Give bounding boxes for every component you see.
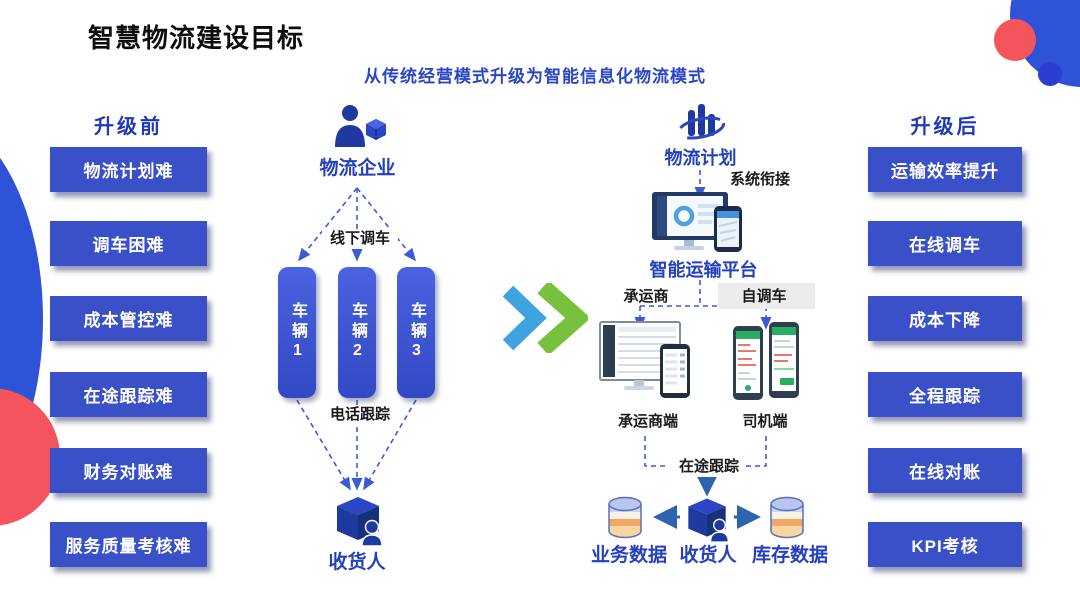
business-database-icon: [608, 496, 642, 539]
logistics-company-person-icon: [335, 105, 386, 147]
inventory-database-icon: [770, 496, 804, 539]
before-item-2: 调车困难: [50, 221, 207, 266]
logistics-plan-label: 物流计划: [664, 148, 737, 168]
after-item-3: 成本下降: [868, 296, 1022, 341]
after-item-6: KPI考核: [868, 522, 1022, 567]
in-transit-tracking-label: 在途跟踪: [672, 457, 746, 477]
before-item-1: 物流计划难: [50, 147, 207, 192]
decorative-blue-dot-top-right: [1038, 62, 1062, 86]
traditional-receiver-label: 收货人: [328, 552, 386, 573]
before-item-5: 财务对账难: [50, 448, 207, 493]
offline-dispatch-label: 线下调车: [322, 229, 398, 249]
vehicle-2-box: 车辆2: [338, 267, 376, 398]
vehicle-3-box: 车辆3: [397, 267, 435, 398]
page-title: 智慧物流建设目标: [88, 23, 305, 53]
platform-devices-image: [652, 192, 742, 252]
inventory-data-label: 库存数据: [751, 545, 828, 566]
business-data-label: 业务数据: [590, 545, 667, 566]
system-link-label: 系统衔接: [729, 171, 790, 188]
before-item-6: 服务质量考核难: [50, 522, 207, 567]
upgrade-chevrons-icon: [502, 283, 588, 353]
logistics-company-label: 物流企业: [319, 158, 396, 179]
before-item-3: 成本管控难: [50, 296, 207, 341]
carrier-terminal-label: 承运商端: [617, 413, 678, 430]
smart-platform-label: 智能运输平台: [649, 260, 758, 280]
smart-receiver-label: 收货人: [679, 545, 737, 566]
before-header: 升级前: [94, 116, 163, 138]
vehicle-1-box: 车辆1: [278, 267, 316, 398]
receiver-box-person-icon: [337, 497, 383, 546]
page-subtitle: 从传统经营模式升级为智能信息化物流模式: [364, 67, 706, 86]
carrier-terminal-image: [599, 321, 690, 398]
driver-phones-image: [733, 322, 799, 400]
after-item-4: 全程跟踪: [868, 372, 1022, 417]
driver-terminal-label: 司机端: [742, 413, 788, 430]
before-item-4: 在途跟踪难: [50, 372, 207, 417]
self-dispatch-branch-label: 自调车: [741, 288, 787, 305]
logistics-plan-chart-icon: [676, 104, 726, 140]
carrier-branch-label: 承运商: [623, 288, 669, 305]
after-item-5: 在线对账: [868, 448, 1022, 493]
phone-tracking-label: 电话跟踪: [322, 405, 398, 425]
after-item-1: 运输效率提升: [868, 147, 1022, 192]
smart-receiver-box-person-icon: [688, 498, 730, 543]
after-header: 升级后: [910, 116, 980, 138]
decorative-red-circle-top-right: [994, 19, 1036, 61]
self-dispatch-highlight: [718, 283, 815, 309]
after-item-2: 在线调车: [868, 221, 1022, 266]
